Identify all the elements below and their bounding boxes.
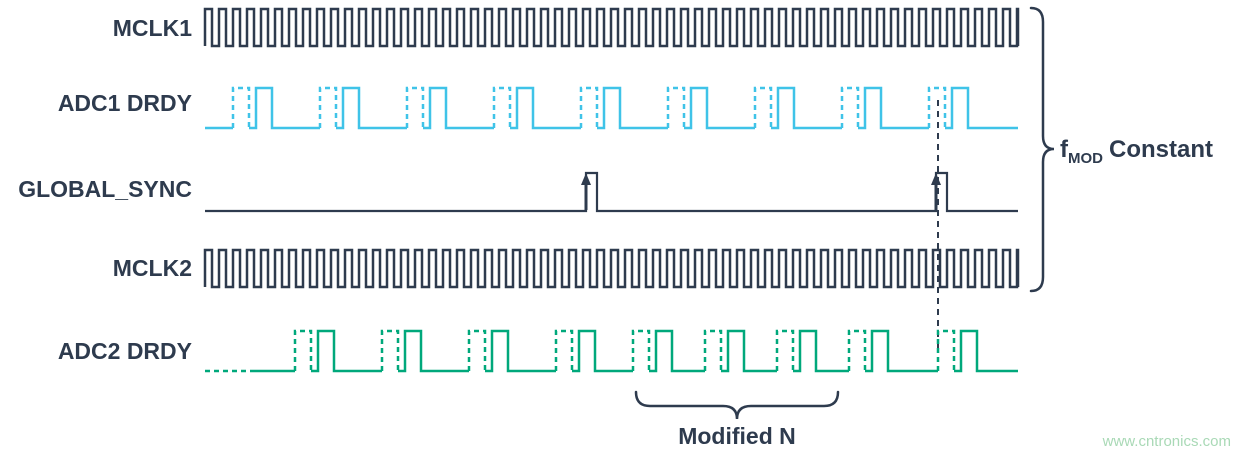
fmod-brace xyxy=(1029,6,1055,293)
sync-arrow-icon xyxy=(581,173,591,185)
mclk2-waveform xyxy=(203,248,1020,289)
sync-arrows xyxy=(581,173,941,210)
fmod-rest: Constant xyxy=(1109,136,1213,163)
modified-n-label: Modified N xyxy=(678,423,796,449)
fmod-f: f xyxy=(1060,136,1069,163)
global-sync-waveform xyxy=(205,171,1018,213)
signal-label-global-sync: GLOBAL_SYNC xyxy=(18,176,192,202)
mclk1-waveform xyxy=(203,7,1020,48)
signal-label-mclk1: MCLK1 xyxy=(113,15,192,41)
signal-label-adc2-drdy: ADC2 DRDY xyxy=(58,338,192,364)
watermark: www.cntronics.com xyxy=(1102,433,1231,450)
signal-label-adc1-drdy: ADC1 DRDY xyxy=(58,90,192,116)
adc1-drdy-solid-waveform xyxy=(205,86,1018,130)
adc2-drdy-solid-waveform xyxy=(253,329,1018,373)
fmod-constant-label: fMOD Constant xyxy=(1060,136,1213,167)
modified-n-brace xyxy=(634,390,840,420)
adc2-drdy-dashed-waveform xyxy=(205,329,956,373)
adc1-drdy-dashed-waveform xyxy=(231,86,947,128)
fmod-subscript: MOD xyxy=(1068,150,1103,167)
sync-arrow-icon xyxy=(931,173,941,185)
signal-label-mclk2: MCLK2 xyxy=(113,255,192,281)
